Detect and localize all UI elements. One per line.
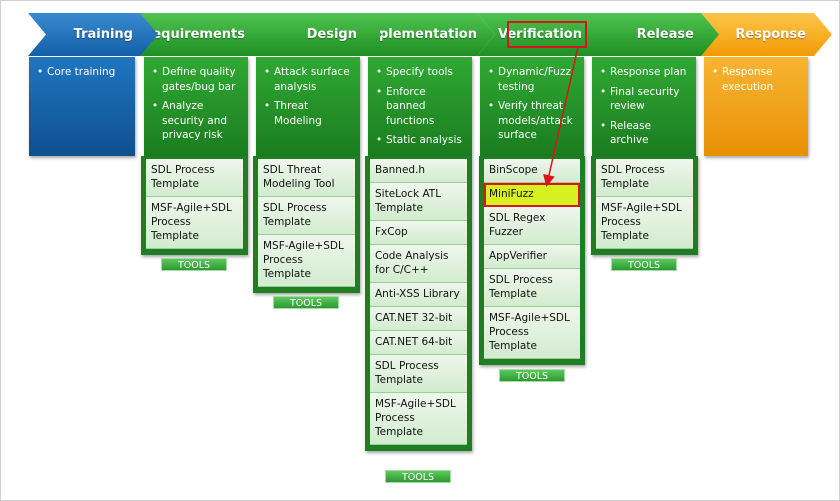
tool-item[interactable]: CAT.NET 32-bit [370,307,467,331]
tool-item[interactable]: SDL Threat Modeling Tool [258,159,355,197]
tool-item[interactable]: SiteLock ATL Template [370,183,467,221]
tools-panel-implementation: Banned.h SiteLock ATL Template FxCop Cod… [365,156,472,451]
tool-item[interactable]: BinScope [484,159,580,183]
bullet-item: Enforce banned functions [376,85,466,129]
bullet-item: Specify tools [376,65,466,80]
tool-item[interactable]: SDL Process Template [146,159,243,197]
tool-item[interactable]: SDL Process Template [258,197,355,235]
bullet-item: Define quality gates/bug bar [152,65,242,94]
bullets-design: Attack surface analysis Threat Modeling [256,57,360,156]
bullets-training: Core training [29,57,135,156]
tools-panel-requirements: SDL Process Template MSF-Agile+SDL Proce… [141,156,248,255]
tool-item[interactable]: FxCop [370,221,467,245]
tool-item[interactable]: SDL Regex Fuzzer [484,207,580,245]
tool-item[interactable]: AppVerifier [484,245,580,269]
phase-header-release: Release [589,13,720,56]
tool-item[interactable]: Code Analysis for C/C++ [370,245,467,283]
phase-header-training: Training [28,13,159,56]
tools-label-requirements: TOOLS [161,258,227,271]
bullets-response: Response execution [704,57,808,156]
bullets-release: Response plan Final security review Rele… [592,57,696,156]
tools-label-design: TOOLS [273,296,339,309]
bullet-item: Release archive [600,119,690,148]
tool-item[interactable]: MSF-Agile+SDL Process Template [370,393,467,445]
bullet-item: Static analysis [376,133,466,148]
tool-item[interactable]: MSF-Agile+SDL Process Template [596,197,693,249]
tool-item-minifuzz-highlighted[interactable]: MiniFuzz [484,183,580,207]
bullet-item: Analyze security and privacy risk [152,99,242,143]
phase-header-response: Response [701,13,832,56]
tool-item[interactable]: Banned.h [370,159,467,183]
tool-item[interactable]: SDL Process Template [484,269,580,307]
bullets-implementation: Specify tools Enforce banned functions S… [368,57,472,156]
tool-item[interactable]: Anti-XSS Library [370,283,467,307]
phase-header-implementation: Implementation [364,13,495,56]
tools-panel-release: SDL Process Template MSF-Agile+SDL Proce… [591,156,698,255]
bullet-item: Dynamic/Fuzz testing [488,65,578,94]
phase-header-design: Design [252,13,383,56]
tool-item[interactable]: MSF-Agile+SDL Process Template [484,307,580,359]
tools-label-implementation: TOOLS [385,470,451,483]
bullets-requirements: Define quality gates/bug bar Analyze sec… [144,57,248,156]
phase-header-verification: Verification [477,13,608,56]
bullet-item: Response plan [600,65,690,80]
phase-header-requirements: Requirements [140,13,271,56]
tool-item[interactable]: MSF-Agile+SDL Process Template [258,235,355,287]
tool-item[interactable]: SDL Process Template [596,159,693,197]
bullet-item: Attack surface analysis [264,65,354,94]
tools-panel-design: SDL Threat Modeling Tool SDL Process Tem… [253,156,360,293]
bullet-item: Final security review [600,85,690,114]
bullets-verification: Dynamic/Fuzz testing Verify threat model… [480,57,584,156]
bullet-item: Core training [37,65,129,80]
tools-panel-verification: BinScope MiniFuzz SDL Regex Fuzzer AppVe… [479,156,585,365]
tools-label-release: TOOLS [611,258,677,271]
tool-item[interactable]: CAT.NET 64-bit [370,331,467,355]
tools-label-verification: TOOLS [499,369,565,382]
bullet-item: Verify threat models/attack surface [488,99,578,143]
bullet-item: Response execution [712,65,802,94]
tool-item[interactable]: SDL Process Template [370,355,467,393]
verification-highlight-box [507,21,587,48]
bullet-item: Threat Modeling [264,99,354,128]
tool-item[interactable]: MSF-Agile+SDL Process Template [146,197,243,249]
